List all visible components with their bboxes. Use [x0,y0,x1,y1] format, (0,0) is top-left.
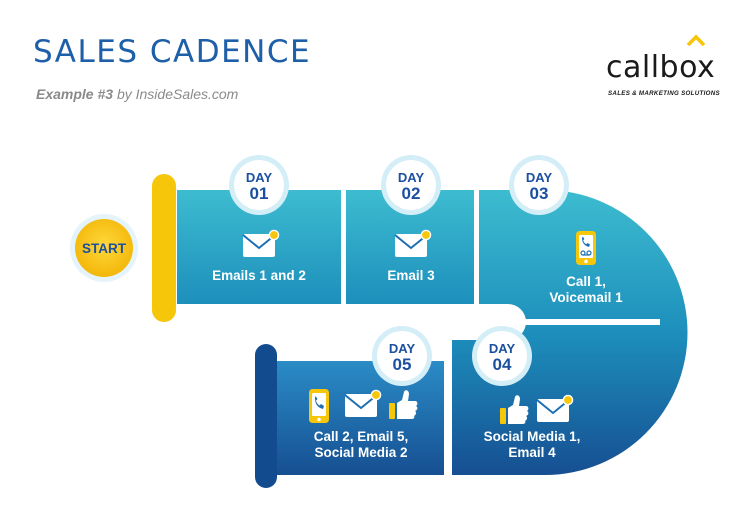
day-badge [377,331,427,381]
day-number: 01 [250,184,269,203]
day-description: Email 3 [387,268,435,283]
day-description: Call 1, [566,274,606,289]
end-bar [255,344,277,488]
start-circle [75,219,133,277]
day-badge [234,160,284,210]
day-description: Email 4 [508,445,556,460]
email-icon [536,394,574,423]
email-icon [344,389,382,418]
day-number: 04 [493,355,512,374]
byline: by InsideSales.com [116,86,239,102]
start-label: START [82,241,127,256]
logo-tagline: SALES & MARKETING SOLUTIONS [608,90,720,97]
day-badge [386,160,436,210]
day-description: Emails 1 and 2 [212,268,306,283]
day-description: Social Media 1, [484,429,581,444]
day-number: 02 [402,184,421,203]
caret-up-icon [686,34,706,47]
page-title: SALES CADENCE [33,34,312,70]
day-word: DAY [489,341,516,356]
logo-wordmark: callbox [606,50,716,85]
callbox-logo: callbox SALES & MARKETING SOLUTIONS [606,34,724,104]
email-icon [394,229,432,258]
day-badge [477,331,527,381]
day-description: Social Media 2 [314,445,407,460]
day-description: Call 2, Email 5, [314,429,409,444]
email-icon [242,229,280,258]
day-word: DAY [389,341,416,356]
day-word: DAY [246,170,273,185]
example-label: Example #3 [36,86,114,102]
day-word: DAY [526,170,553,185]
page-subtitle: Example #3 by InsideSales.com [36,86,238,102]
bend-segment [452,190,688,475]
day-number: 05 [393,355,412,374]
phone-icon [309,389,329,423]
day-description: Voicemail 1 [549,290,623,305]
phone-voicemail-icon [575,230,597,266]
day-number: 03 [530,184,549,203]
day-badge [514,160,564,210]
start-bar [152,174,176,322]
day-word: DAY [398,170,425,185]
